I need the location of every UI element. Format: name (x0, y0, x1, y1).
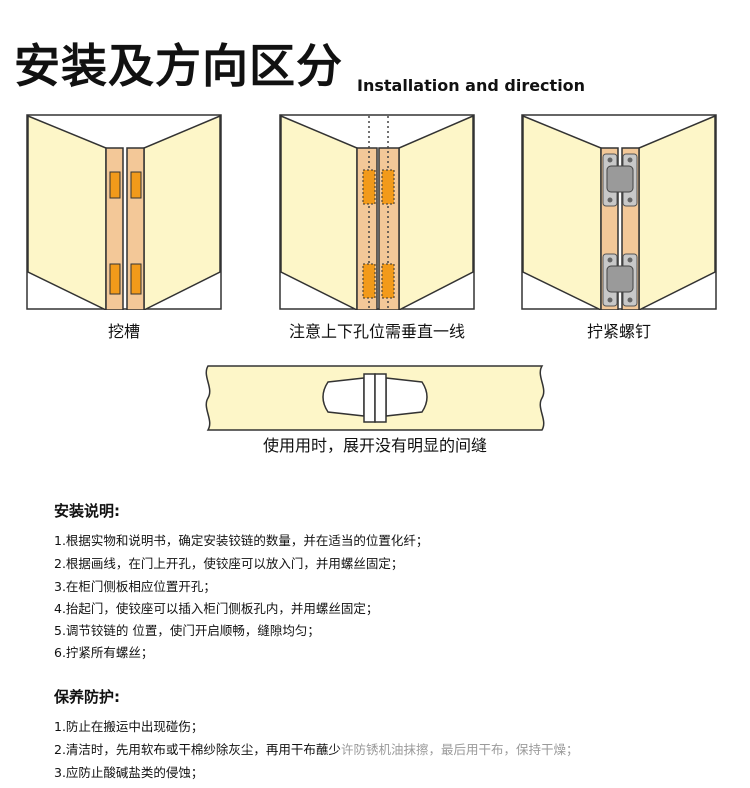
care-item: 3.应防止酸碱盐类的侵蚀； (54, 765, 204, 780)
care-heading: 保养防护: (54, 688, 120, 706)
install-item: 5.调节铰链的 位置，使门开启顺畅，缝隙均匀； (54, 623, 320, 638)
page-subtitle: Installation and direction (357, 76, 586, 95)
care-item-text-faded: 许防锈机油抹擦，最后用干布，保持干燥； (340, 742, 579, 757)
opened-side-view-diagram (200, 364, 550, 432)
hinge-upper-icon (602, 153, 638, 207)
step-slotting-caption: 挖槽 (107, 322, 140, 341)
page-title: 安装及方向区分 (14, 39, 343, 93)
install-item: 2.根据画线，在门上开孔，使铰座可以放入门，并用螺丝固定； (54, 556, 404, 571)
hinge-lower-icon (602, 253, 638, 307)
install-item: 6.拧紧所有螺丝； (54, 645, 154, 660)
step-alignment-diagram (279, 114, 475, 310)
care-item: 1.防止在搬运中出现碰伤； (54, 719, 204, 734)
install-item: 1.根据实物和说明书，确定安装铰链的数量，并在适当的位置化纤； (54, 533, 429, 548)
install-item: 4.抬起门，使铰座可以插入柜门侧板孔内，并用螺丝固定； (54, 601, 379, 616)
care-item-text: 2.清洁时，先用软布或干棉纱除灰尘，再用干布蘸少 (54, 742, 341, 757)
install-heading: 安装说明: (54, 502, 120, 520)
step-slotting-diagram (26, 114, 222, 310)
step-tighten-caption: 拧紧螺钉 (586, 322, 651, 341)
step-alignment-caption: 注意上下孔位需垂直一线 (288, 322, 465, 341)
care-item: 2.清洁时，先用软布或干棉纱除灰尘，再用干布蘸少许防锈机油抹擦，最后用干布，保持… (54, 739, 578, 758)
opened-side-view-caption: 使用用时，展开没有明显的间缝 (262, 436, 487, 455)
step-tighten-diagram (521, 114, 717, 310)
install-item: 3.在柜门侧板相应位置开孔； (54, 579, 216, 594)
